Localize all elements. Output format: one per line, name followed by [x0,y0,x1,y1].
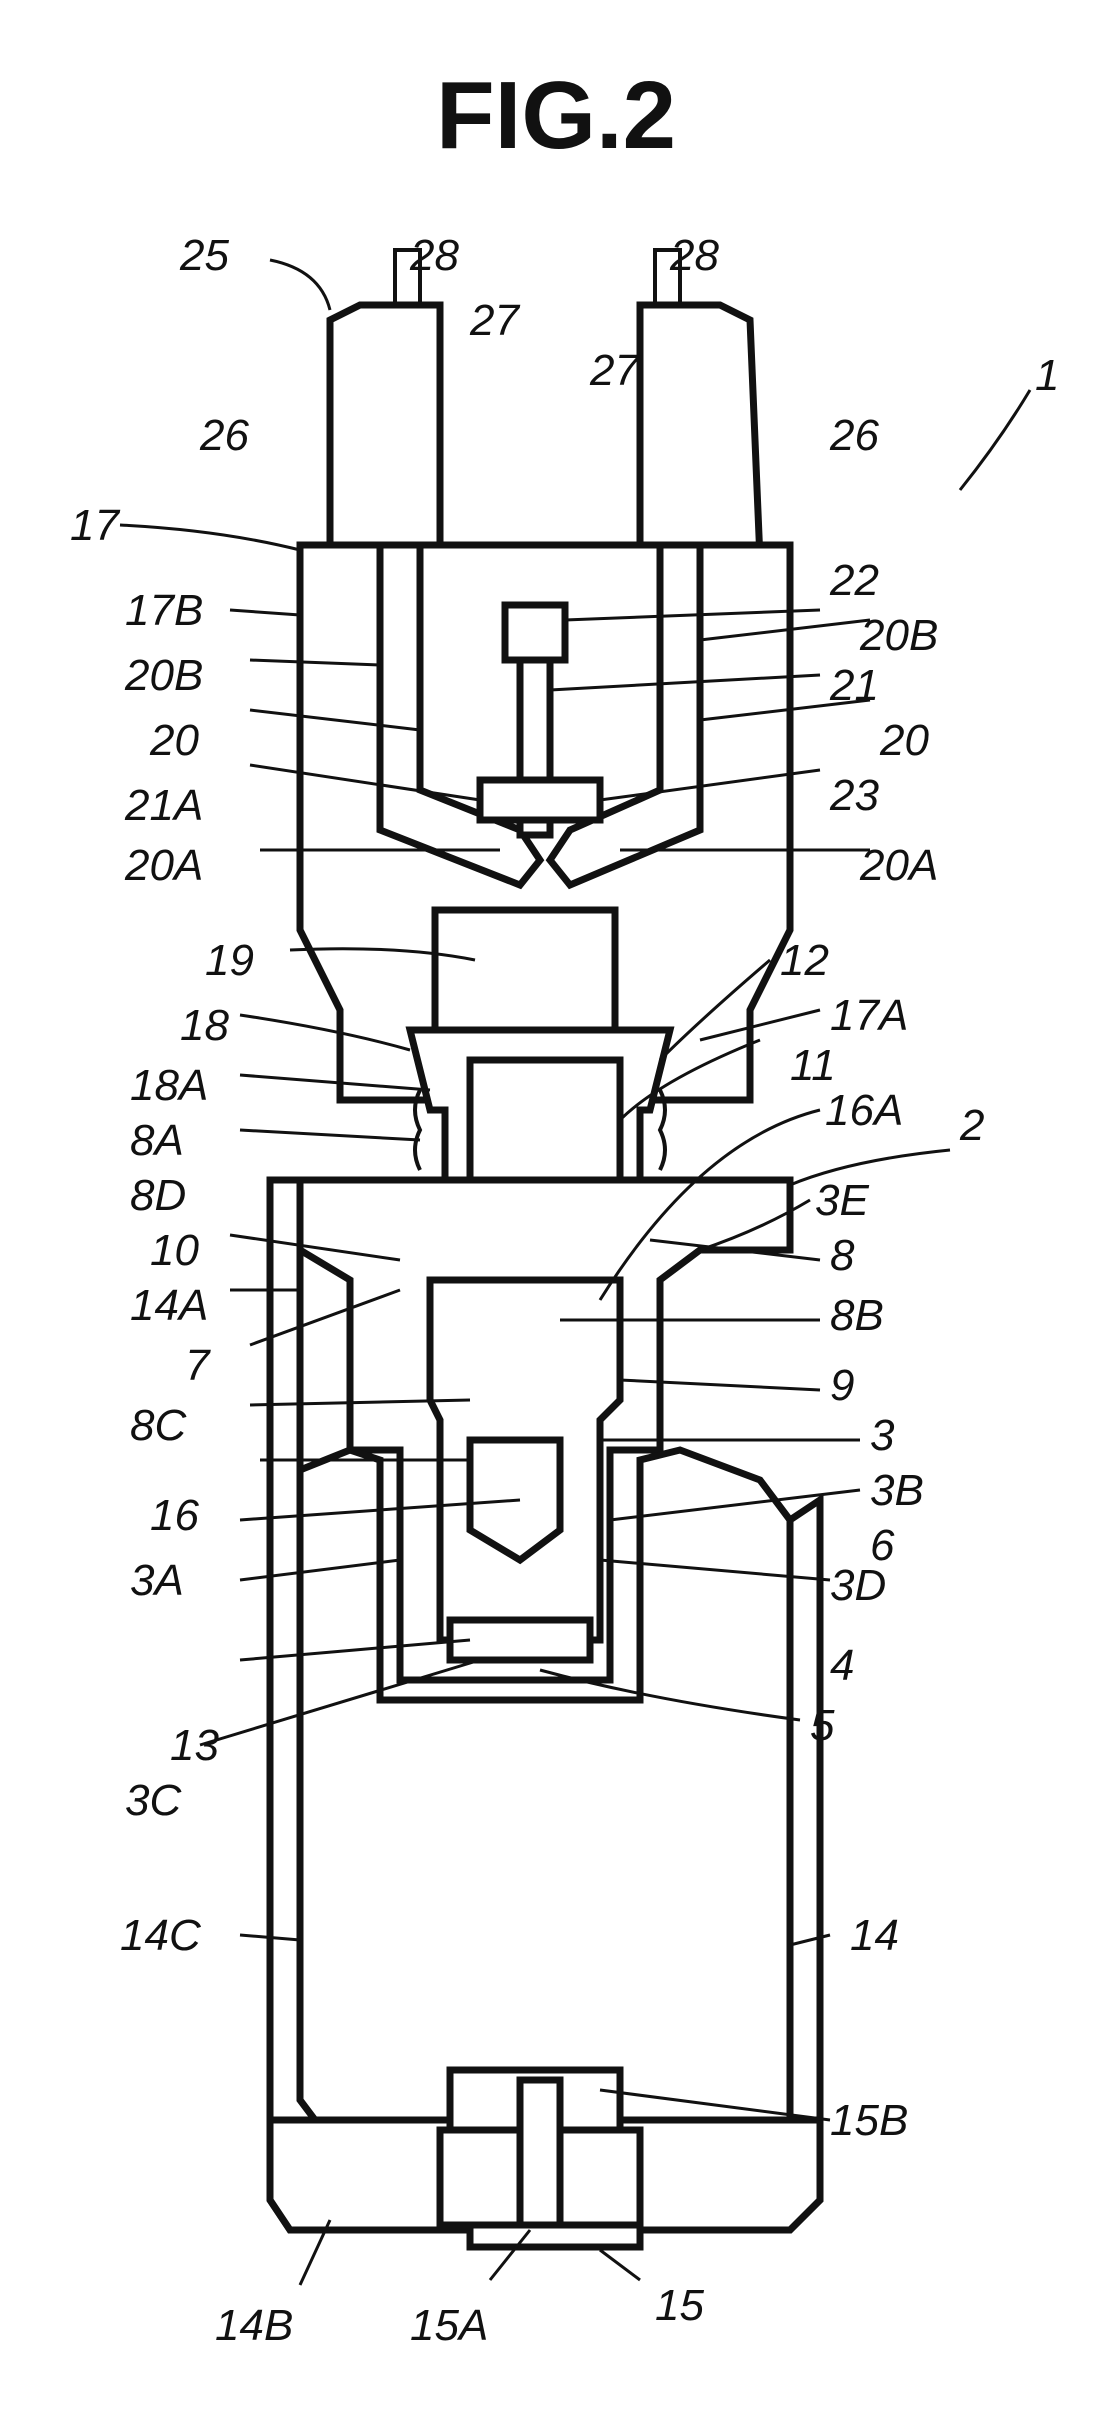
label-8C: 8C [130,1401,187,1450]
bottom-stopper [440,2070,640,2247]
label-20A-left: 20A [124,841,203,890]
label-9: 9 [830,1361,854,1410]
label-14B: 14B [215,2301,293,2350]
label-3E: 3E [815,1176,869,1225]
label-28-left: 28 [409,231,459,280]
label-27-right: 27 [589,346,640,395]
label-13: 13 [170,1721,219,1770]
label-20-right: 20 [879,716,929,765]
label-3C: 3C [125,1776,182,1825]
label-5: 5 [810,1701,835,1750]
label-18A: 18A [130,1061,208,1110]
label-28-right: 28 [669,231,719,280]
label-14C: 14C [120,1911,202,1960]
label-8A: 8A [130,1116,184,1165]
label-1: 1 [1035,351,1059,400]
label-15: 15 [655,2281,704,2330]
label-2: 2 [959,1101,984,1150]
label-3D: 3D [830,1561,886,1610]
label-17B: 17B [125,586,203,635]
label-3A: 3A [130,1556,184,1605]
label-17A: 17A [830,991,908,1040]
label-20B-left: 20B [124,651,203,700]
label-3: 3 [870,1411,895,1460]
label-18: 18 [180,1001,229,1050]
label-20A-right: 20A [859,841,938,890]
label-8: 8 [830,1231,855,1280]
label-19: 19 [205,936,254,985]
label-3B: 3B [870,1466,924,1515]
label-8B: 8B [830,1291,884,1340]
label-20-left: 20 [149,716,199,765]
figure-title: FIG.2 [436,62,676,169]
label-14: 14 [850,1911,899,1960]
label-23: 23 [829,771,879,820]
label-12: 12 [780,936,829,985]
nozzle-body [300,305,790,1110]
label-16A: 16A [825,1086,903,1135]
label-22: 22 [829,556,879,605]
label-14A: 14A [130,1281,208,1330]
label-20B-right: 20B [859,611,938,660]
label-25: 25 [179,231,229,280]
label-10: 10 [150,1226,199,1275]
label-15B: 15B [830,2096,908,2145]
label-4: 4 [830,1641,854,1690]
label-21A: 21A [124,781,203,830]
label-11: 11 [790,1041,836,1090]
label-17: 17 [70,501,120,550]
label-27-left: 27 [469,296,520,345]
label-15A: 15A [410,2301,488,2350]
label-21: 21 [829,661,879,710]
label-7: 7 [185,1341,211,1390]
label-8D: 8D [130,1171,186,1220]
label-26-right: 26 [829,411,879,460]
label-26-left: 26 [199,411,249,460]
label-16: 16 [150,1491,199,1540]
